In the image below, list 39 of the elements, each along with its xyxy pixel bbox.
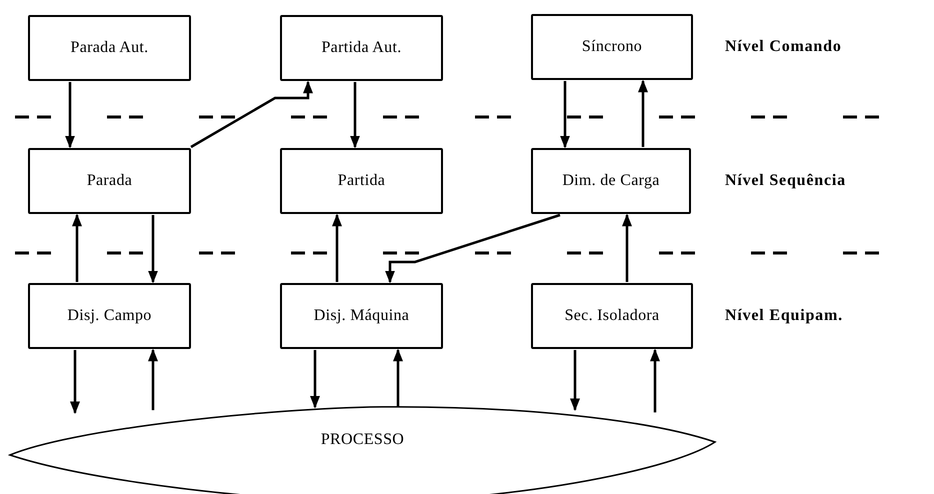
process-box — [531, 148, 691, 214]
node-label: Disj. Campo — [67, 307, 152, 325]
node-label: Disj. Máquina — [314, 307, 410, 325]
node-label: Sec. Isoladora — [564, 307, 660, 325]
process-box — [28, 283, 191, 349]
arrow — [622, 214, 632, 282]
node-label: PROCESSO — [320, 431, 404, 449]
node-label: Parada Aut. — [70, 39, 148, 57]
arrow — [310, 350, 320, 408]
arrow — [148, 215, 158, 284]
process-box — [28, 15, 191, 81]
level-label: Nível Equipam. — [725, 307, 843, 325]
node-label: Dim. de Carga — [562, 172, 660, 190]
level-label: Nível Sequência — [725, 172, 846, 190]
arrow — [385, 214, 560, 284]
process-box — [280, 148, 443, 214]
arrow — [393, 348, 403, 408]
process-box — [280, 283, 443, 349]
process-box — [280, 15, 443, 81]
process-box — [531, 14, 693, 80]
arrow — [65, 82, 75, 148]
arrow — [650, 348, 660, 412]
node-label: Partida — [338, 172, 386, 190]
node-label: Partida Aut. — [321, 39, 402, 57]
arrow — [638, 80, 648, 147]
process-cloud — [10, 405, 715, 494]
arrow — [190, 80, 313, 148]
node-label: Síncrono — [582, 38, 642, 56]
arrow — [70, 350, 80, 414]
arrow — [350, 82, 360, 148]
arrow — [72, 214, 82, 282]
arrow — [570, 350, 580, 412]
node-label: Parada — [86, 172, 132, 190]
process-box — [28, 148, 191, 214]
arrow — [148, 348, 158, 410]
level-label: Nível Comando — [725, 38, 842, 56]
arrow — [560, 81, 570, 148]
process-box — [531, 283, 693, 349]
arrow — [332, 214, 342, 282]
